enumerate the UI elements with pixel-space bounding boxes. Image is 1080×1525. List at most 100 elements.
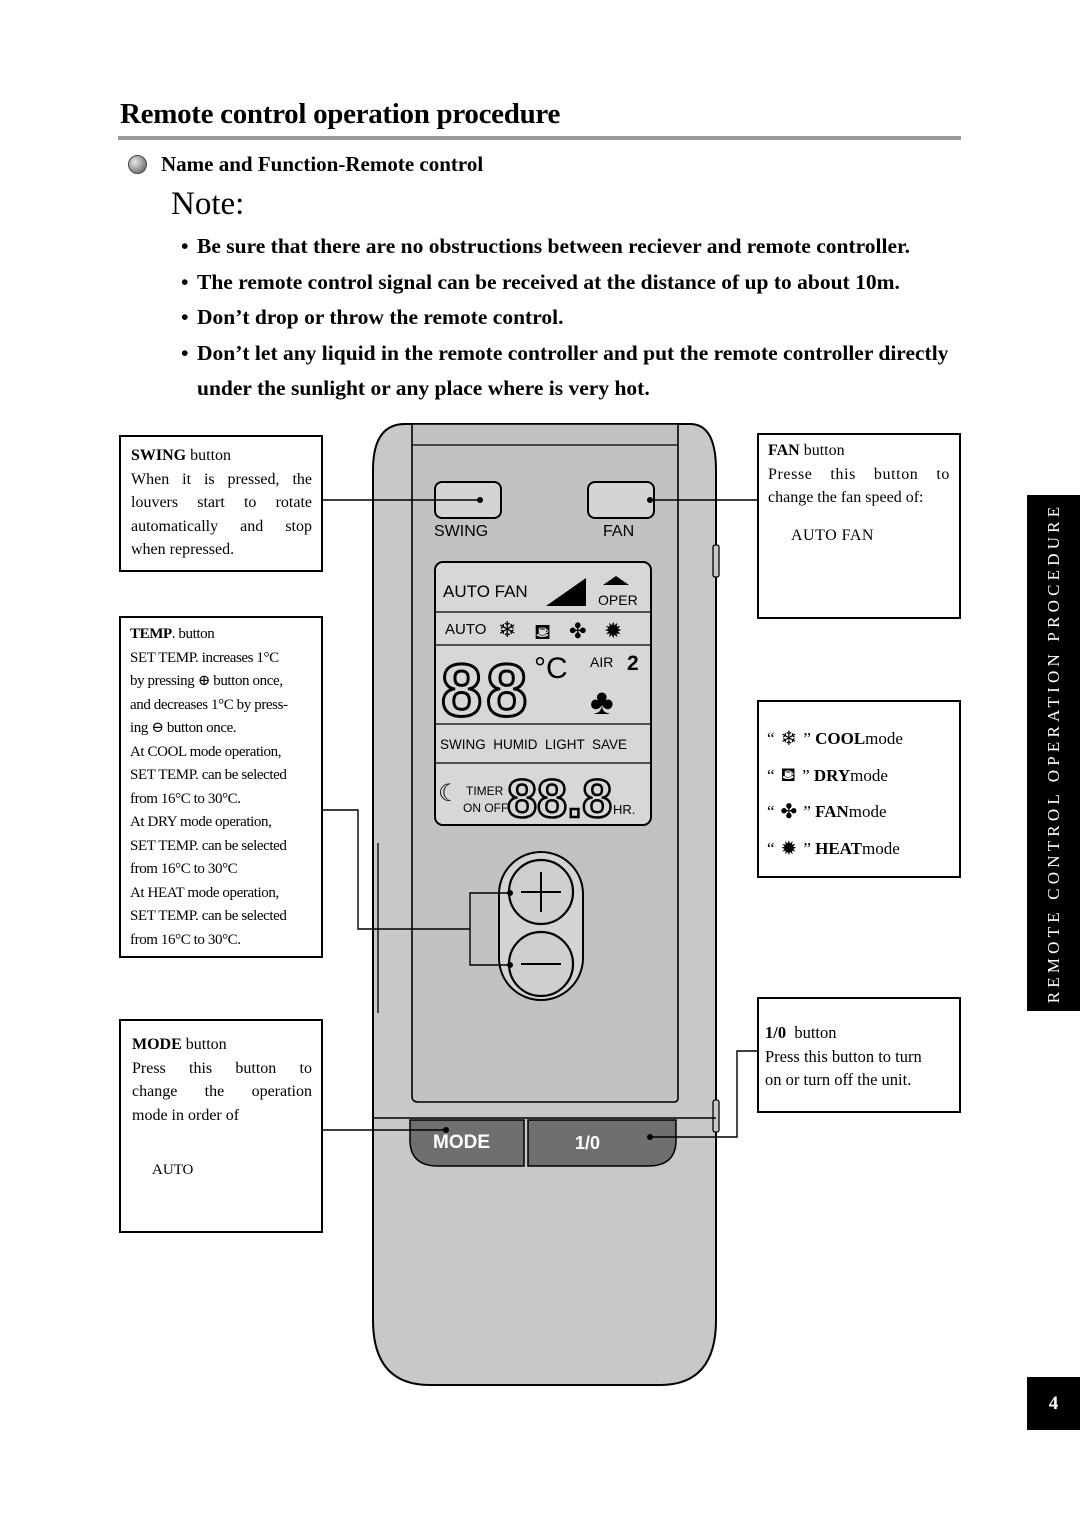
swing-box-heading-suffix: button [186,447,232,464]
power-button[interactable] [527,1119,677,1167]
sun-icon: ✹ [604,618,622,643]
fan-box-heading-suffix: button [799,442,845,459]
temp-box-line: SET TEMP. increases 1°C [130,649,279,666]
power-description-box: 1/0 button Press this button to turn on … [757,997,961,1113]
lcd-timer: TIMER [466,784,504,798]
lcd-auto: AUTO [445,621,486,638]
fan-button[interactable] [587,481,655,519]
swing-description-box: SWING button When it is pressed, the lou… [119,435,323,572]
mode-description-box: MODE button Press this button to change … [119,1019,323,1233]
temp-box-line: and decreases 1°C by press- [130,696,288,713]
tree-icon: ♣ [590,682,614,722]
side-tab-label: REMOTE CONTROL OPERATION PROCEDURE [1043,502,1063,1004]
bullet-ball-icon [128,155,147,174]
mode-legend-name: HEAT [815,838,863,858]
fan-icon: ✤ [780,801,798,823]
lcd-temp-digits: 88 [441,649,531,732]
note-item: Be sure that there are no obstructions b… [181,229,981,265]
swing-box-line: When it is pressed, the [131,470,312,488]
mode-legend-dry: “⛾” DRY mode [767,758,959,795]
page-title: Remote control operation procedure [120,98,561,130]
fan-box-line: change the fan speed of: [768,489,924,506]
temp-box-line: from 16°C to 30°C. [130,790,241,807]
mode-legend-suffix: mode [862,838,900,858]
lcd-air: AIR [590,654,613,670]
fan-description-box: FAN button Presse this button to change … [757,433,961,619]
temp-box-heading-suffix: . button [171,626,215,642]
mode-cycle-start: AUTO [152,1162,194,1178]
mode-button[interactable] [409,1119,525,1167]
fan-cycle-start: AUTO FAN [791,527,874,544]
mode-legend-heat: “✹” HEAT mode [767,831,959,868]
lcd-auto-fan: AUTO FAN [443,582,528,601]
temp-box-line: SET TEMP. can be selected [130,837,287,854]
mode-legend-suffix: mode [850,765,888,785]
mode-box-line: mode in order of [132,1106,240,1124]
note-item: Don’t let any liquid in the remote contr… [181,336,981,407]
note-item: Don’t drop or throw the remote control. [181,300,981,336]
mode-box-heading-suffix: button [181,1036,227,1053]
power-label: 1/0 [575,1133,600,1153]
lcd-screen [434,561,652,826]
note-title: Note: [171,186,245,222]
mode-label: MODE [433,1132,490,1153]
power-box-line: Press this button to turn [765,1046,922,1066]
dry-icon: ⛾ [534,620,551,644]
mode-legend-cool: “❄” COOL mode [767,721,959,758]
section-heading: Name and Function-Remote control [128,152,483,177]
swing-label: SWING [434,523,488,540]
lcd-celsius: °C [534,652,568,685]
note-item: The remote control signal can be receive… [181,265,981,301]
callout-lines [322,499,758,1138]
lcd-hr: HR. [613,802,635,817]
mode-box-heading: MODE [132,1036,182,1053]
mode-legend-suffix: mode [848,802,887,821]
mode-legend-name: DRY [813,765,851,785]
mode-legend-name: FAN [815,802,849,821]
swing-box-line: when repressed. [131,541,235,558]
snowflake-icon: ❄ [498,617,516,642]
fan-label: FAN [603,523,634,540]
snowflake-icon: ❄ [780,728,798,750]
oper-arrow-icon [603,576,629,585]
mode-legend-name: COOL [815,729,866,748]
side-tab: REMOTE CONTROL OPERATION PROCEDURE [1027,495,1080,1011]
mode-box-line: Press this button to [132,1059,312,1077]
page-number: 4 [1027,1377,1080,1430]
title-rule [118,136,961,140]
moon-icon: ☾ [438,781,460,807]
temp-box-line: At DRY mode operation, [130,814,272,830]
temp-box-line: from 16°C to 30°C [130,861,238,877]
lcd-timer-digits: 88.8 [507,769,612,829]
temp-box-line: At HEAT mode operation, [130,884,279,901]
sun-icon: ✹ [780,837,798,860]
lcd-onoff: ON OFF [463,801,508,815]
section-title: Name and Function-Remote control [161,152,484,176]
modes-legend-box: “❄” COOL mode “⛾” DRY mode “✤” FAN mode … [757,700,961,878]
lcd-oper: OPER [598,592,638,608]
lcd-air-digit: 2 [627,652,639,675]
temp-box-line: ing ⊖ button once. [130,720,237,736]
dry-icon: ⛾ [780,764,797,786]
mode-box-line: change the operation [132,1083,312,1100]
lcd-functions: SWING HUMID LIGHT SAVE [440,737,627,752]
power-box-heading-suffix: button [786,1023,837,1042]
notes-list: Be sure that there are no obstructions b… [181,229,981,407]
temp-box-line: At COOL mode operation, [130,743,282,760]
temp-box-heading: TEMP [130,626,172,642]
power-box-line: on or turn off the unit. [765,1070,912,1089]
power-box-heading: 1/0 [765,1023,787,1042]
temp-box-line: from 16°C to 30°C. [130,931,241,948]
mode-legend-suffix: mode [865,729,903,748]
swing-box-line: automatically and stop [131,517,312,535]
mode-legend-fan: “✤” FAN mode [767,794,959,831]
fan-box-line: Presse this button to [768,465,950,483]
temp-description-box: TEMP. button SET TEMP. increases 1°C by … [119,616,323,958]
temp-box-line: SET TEMP. can be selected [130,767,287,783]
fan-box-heading: FAN [768,442,800,459]
temp-box-line: SET TEMP. can be selected [130,908,287,924]
fan-icon: ✤ [569,619,587,643]
temp-box-line: by pressing ⊕ button once, [130,673,283,689]
swing-box-line: louvers start to rotate [131,494,312,511]
fan-speed-bars-icon [546,578,586,606]
